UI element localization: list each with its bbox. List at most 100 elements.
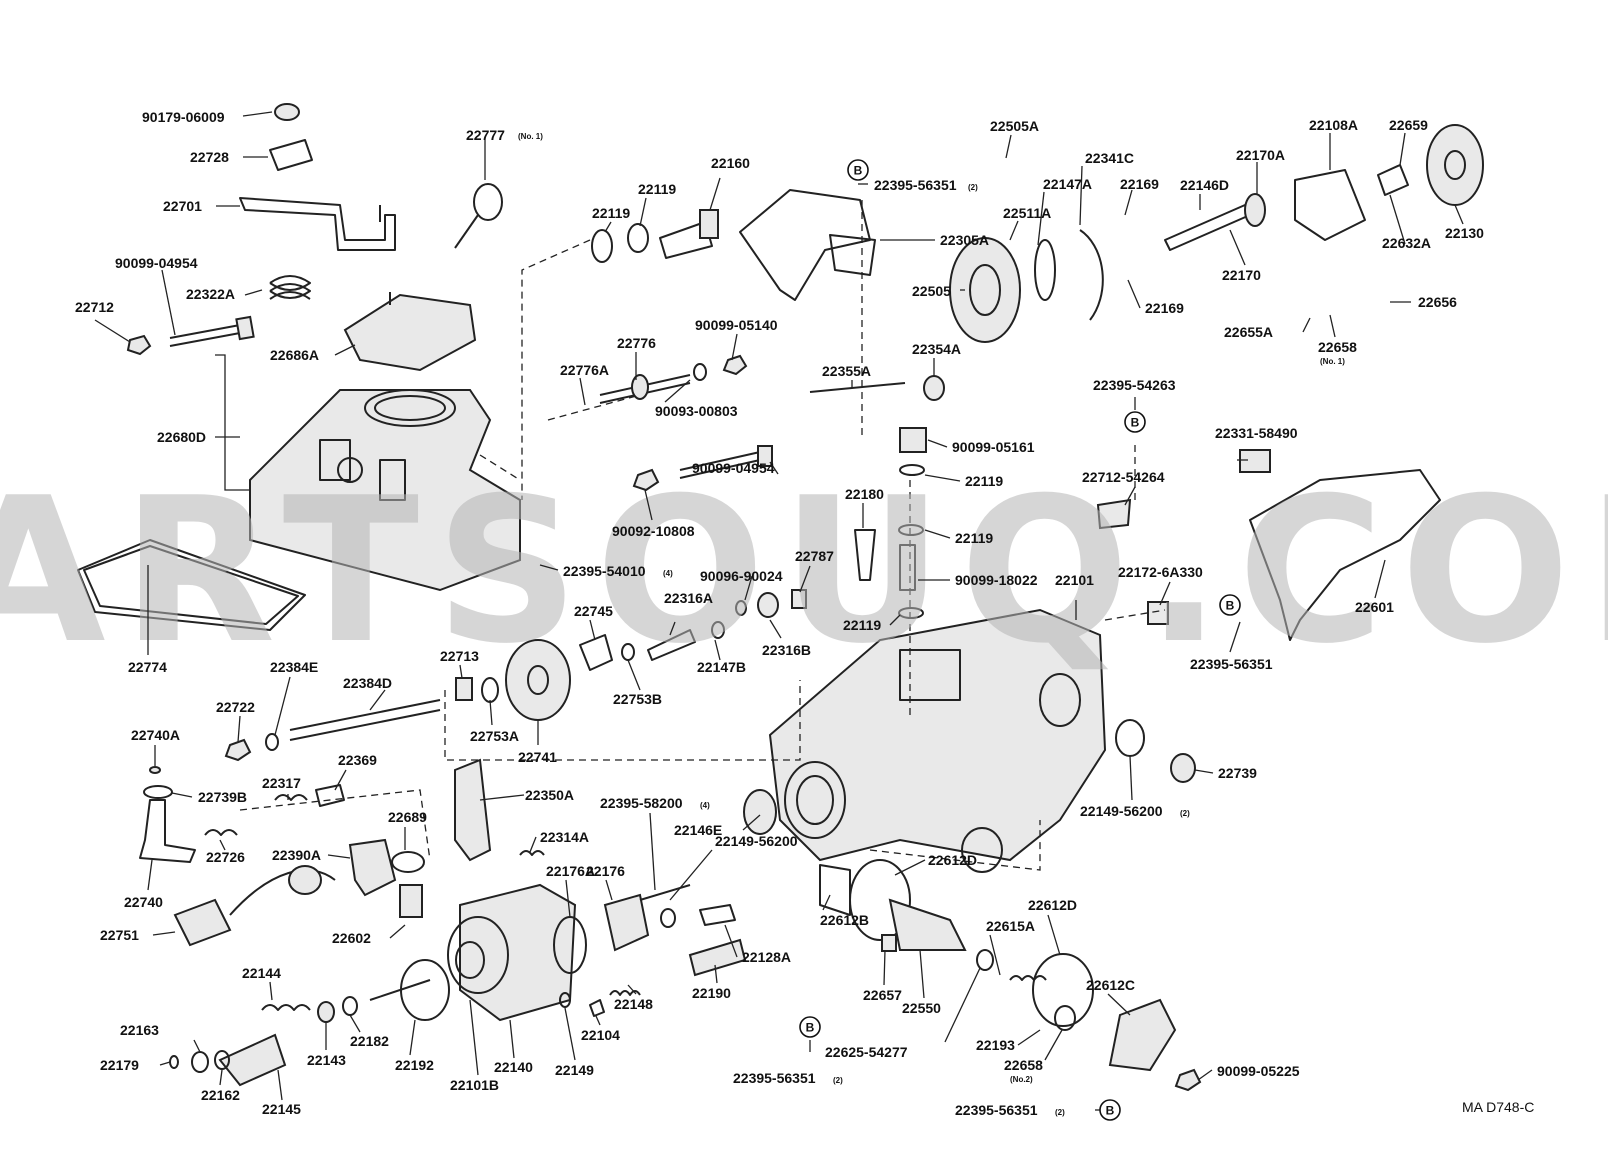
part-label: 22146D — [1180, 177, 1229, 193]
part-label: 90099-04954 — [115, 255, 198, 271]
part-label: 22119 — [965, 473, 1003, 489]
part-label: 22701 — [163, 198, 202, 214]
watermark-text: PARTSOUQ.COM — [0, 455, 1608, 688]
part-label: 22384D — [343, 675, 392, 691]
part-label: 22712-54264 — [1082, 469, 1165, 485]
svg-text:B: B — [854, 164, 863, 178]
part-label: 22740 — [124, 894, 163, 910]
part-label: 22726 — [206, 849, 245, 865]
part-label: 22602 — [332, 930, 371, 946]
part-drawings — [77, 103, 1484, 1092]
part-label: 22655A — [1224, 324, 1273, 340]
part-label: 90092-10808 — [612, 523, 695, 539]
part-label: 22505A — [990, 118, 1039, 134]
part-label: 22354A — [912, 341, 961, 357]
b-marker: B — [847, 159, 869, 181]
part-label: 22341C — [1085, 150, 1134, 166]
part-label: 22390A — [272, 847, 321, 863]
part-label: 22659 — [1389, 117, 1428, 133]
part-label: 22130 — [1445, 225, 1484, 241]
part-label: 22162 — [201, 1087, 240, 1103]
part-label: 22163 — [120, 1022, 159, 1038]
part-label: 22395-58200 — [600, 795, 683, 811]
svg-text:(No. 1): (No. 1) — [518, 132, 543, 141]
part-label: 22505 — [912, 283, 951, 299]
part-label: 22740A — [131, 727, 180, 743]
part-label: 22305A — [940, 232, 989, 248]
nut-drawing — [274, 103, 300, 121]
part-label: 22395-56351 — [874, 177, 957, 193]
part-label: 22658 — [1318, 339, 1357, 355]
svg-text:(2): (2) — [833, 1076, 843, 1085]
part-label: 22745 — [574, 603, 613, 619]
part-label: 22108A — [1309, 117, 1358, 133]
part-label: 22712 — [75, 299, 114, 315]
part-label: 22169 — [1120, 176, 1159, 192]
part-label: 22144 — [242, 965, 281, 981]
part-label: 22612C — [1086, 977, 1135, 993]
part-label: 22146E — [674, 822, 722, 838]
part-label: 22774 — [128, 659, 167, 675]
part-label: 22656 — [1418, 294, 1457, 310]
b-markers: B B B B B — [799, 159, 1241, 1121]
svg-text:(4): (4) — [663, 569, 673, 578]
part-labels: 90179-06009 22728 22701 22777 (No. 1) 90… — [75, 109, 1484, 1118]
part-label: 22316A — [664, 590, 713, 606]
part-label: 22172-6A330 — [1118, 564, 1203, 580]
part-label: 22550 — [902, 1000, 941, 1016]
part-label: 22612D — [928, 852, 977, 868]
part-label: 22170A — [1236, 147, 1285, 163]
part-label: 22169 — [1145, 300, 1184, 316]
part-label: 22190 — [692, 985, 731, 1001]
part-label: 22182 — [350, 1033, 389, 1049]
part-label: 22689 — [388, 809, 427, 825]
svg-text:(2): (2) — [1055, 1108, 1065, 1117]
part-label: 22176 — [586, 863, 625, 879]
part-label: 22316B — [762, 642, 811, 658]
part-label: 22612D — [1028, 897, 1077, 913]
part-label: 90099-05140 — [695, 317, 778, 333]
svg-text:B: B — [1226, 599, 1235, 613]
part-label: 22147B — [697, 659, 746, 675]
part-label: 22145 — [262, 1101, 301, 1117]
part-label: 22657 — [863, 987, 902, 1003]
svg-text:(2): (2) — [968, 183, 978, 192]
part-label: 22776A — [560, 362, 609, 378]
part-label: 22149-56200 — [1080, 803, 1163, 819]
part-label: 22119 — [955, 530, 993, 546]
part-label: 22777 — [466, 127, 505, 143]
part-label: 22104 — [581, 1027, 620, 1043]
assembly-guides — [239, 200, 1166, 871]
part-label: 22395-54263 — [1093, 377, 1176, 393]
part-label: 22395-56351 — [955, 1102, 1038, 1118]
part-label: 22395-54010 — [563, 563, 646, 579]
part-label: 22741 — [518, 749, 557, 765]
leader-lines — [94, 111, 1464, 1111]
part-label: 22193 — [976, 1037, 1015, 1053]
part-label: 22147A — [1043, 176, 1092, 192]
part-label: 90096-90024 — [700, 568, 783, 584]
b-marker: B — [1124, 411, 1146, 433]
b-marker: B — [799, 1016, 821, 1038]
part-label: 22751 — [100, 927, 139, 943]
part-label: 22317 — [262, 775, 301, 791]
b-marker: B — [1099, 1099, 1121, 1121]
part-label: 90099-18022 — [955, 572, 1038, 588]
part-label: 22192 — [395, 1057, 434, 1073]
svg-text:(No. 1): (No. 1) — [1320, 357, 1345, 366]
svg-text:(4): (4) — [700, 801, 710, 810]
svg-text:B: B — [1106, 1104, 1115, 1118]
part-label: 22355A — [822, 363, 871, 379]
part-label: 22128A — [742, 949, 791, 965]
part-label: 22119 — [638, 181, 676, 197]
part-label: 90099-05161 — [952, 439, 1035, 455]
svg-text:B: B — [1131, 416, 1140, 430]
part-label: 22612B — [820, 912, 869, 928]
part-label: 22601 — [1355, 599, 1394, 615]
diagram-reference: MA D748-C — [1462, 1099, 1534, 1115]
part-label: 22180 — [845, 486, 884, 502]
part-label: 22149 — [555, 1062, 594, 1078]
part-label: 22314A — [540, 829, 589, 845]
part-label: 22148 — [614, 996, 653, 1012]
